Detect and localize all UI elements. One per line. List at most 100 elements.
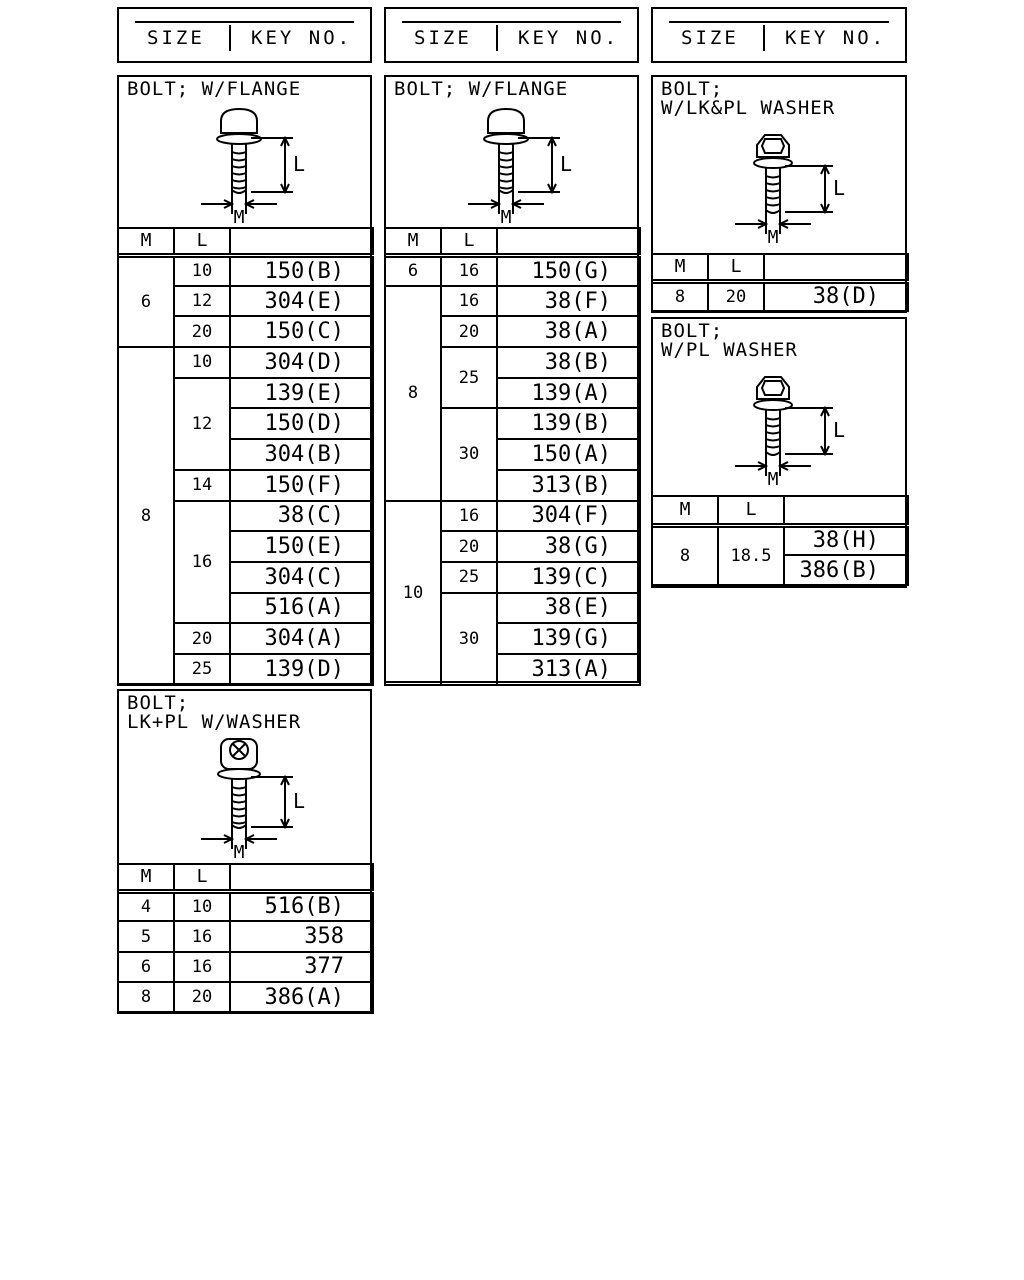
bolt-head-icon: [756, 134, 790, 158]
panel-title-line: W/PL WASHER: [661, 339, 798, 361]
thread-line-icon: [765, 196, 781, 200]
length-dimension-icon: [251, 137, 293, 193]
key-no-cell: 150(D): [229, 407, 374, 441]
key-no-cell: 150(B): [229, 254, 374, 287]
thread-line-icon: [498, 151, 514, 155]
key-no-cell: 150(F): [229, 468, 374, 502]
thread-line-icon: [765, 417, 781, 421]
column-header-l: L: [173, 227, 231, 258]
table-row: 150(D): [118, 407, 374, 441]
column-header-m: M: [117, 227, 175, 258]
thread-line-icon: [231, 821, 247, 825]
size-label: SIZE: [681, 27, 739, 49]
hex-socket-icon: [760, 380, 786, 396]
diameter-arrow-icon: [757, 219, 789, 229]
key-no-cell: 150(A): [496, 438, 641, 471]
diameter-label: M: [234, 207, 245, 228]
diameter-extension-icon: [231, 186, 247, 214]
size-key-header-2: SIZE KEY NO.: [384, 7, 639, 63]
length-label: L: [833, 176, 845, 200]
length-l-cell: 30: [440, 591, 498, 686]
panel-title: BOLT;W/PL WASHER: [661, 322, 798, 360]
table-row: 313(A): [385, 652, 641, 686]
column-header-m: M: [651, 253, 709, 284]
thread-line-icon: [231, 172, 247, 176]
length-dimension-icon: [518, 137, 560, 193]
panel-title-line: BOLT;: [661, 78, 724, 100]
bolt-head-icon: [220, 738, 258, 770]
key-no-cell: 139(C): [496, 560, 641, 594]
length-dimension-icon: [785, 165, 833, 213]
length-arrow-icon: [820, 405, 830, 457]
diameter-arrow-icon: [490, 199, 522, 209]
length-arrow-icon: [280, 774, 290, 830]
size-m-cell: 8: [384, 284, 442, 502]
diameter-arrow-icon: [223, 834, 255, 844]
column-header-l: L: [440, 227, 498, 258]
bolt-diagram-icon: LM: [735, 376, 845, 490]
thread-line-icon: [231, 158, 247, 162]
length-l-cell: 12: [173, 284, 231, 318]
length-label: L: [560, 152, 572, 176]
length-arrow-icon: [280, 135, 290, 195]
key-no-cell: 304(D): [229, 346, 374, 379]
diameter-arrow-icon: [223, 199, 255, 209]
thread-line-icon: [765, 182, 781, 186]
size-m-cell: 6: [117, 253, 175, 349]
key-no-cell: 304(B): [229, 438, 374, 471]
table-row: 139(A): [385, 376, 641, 410]
header-divider: [496, 25, 498, 51]
length-label: L: [833, 418, 845, 442]
key-no-cell: 386(B): [783, 554, 909, 586]
length-l-cell: 25: [173, 652, 231, 686]
length-l-cell: 16: [440, 284, 498, 318]
thread-line-icon: [765, 203, 781, 207]
column-header-key: [229, 863, 374, 894]
key-no-cell: 516(A): [229, 591, 374, 625]
length-dimension-icon: [785, 407, 833, 455]
thread-line-icon: [231, 786, 247, 790]
bolt-head-icon: [487, 107, 525, 134]
head-circle-icon: [229, 740, 249, 760]
diameter-label: M: [768, 227, 779, 248]
column-header-l: L: [717, 495, 785, 528]
key-no-cell: 38(A): [496, 315, 641, 349]
table-row: 150(A): [385, 438, 641, 471]
diameter-label: M: [501, 207, 512, 228]
panel-title-line: BOLT; W/FLANGE: [394, 78, 569, 100]
thread-line-icon: [231, 179, 247, 183]
key-no-cell: 304(C): [229, 560, 374, 594]
thread-line-icon: [765, 431, 781, 435]
length-l-cell: 20: [440, 315, 498, 349]
washer-icon: [217, 768, 261, 780]
column-header-l: L: [173, 863, 231, 894]
header-divider: [763, 25, 765, 51]
key-no-cell: 38(B): [496, 346, 641, 379]
length-label: L: [293, 152, 305, 176]
size-m-cell: 4: [117, 889, 175, 923]
length-l-cell: 30: [440, 407, 498, 502]
size-m-cell: 10: [384, 499, 442, 686]
key-no-cell: 38(F): [496, 284, 641, 318]
panel-title-line: BOLT; W/FLANGE: [127, 78, 302, 100]
thread-line-icon: [765, 445, 781, 449]
key-no-cell: 304(F): [496, 499, 641, 533]
table-row: 139(G): [385, 622, 641, 655]
panel-title-line: W/LK&PL WASHER: [661, 97, 836, 119]
bolt-diagram-icon: LM: [201, 107, 305, 228]
length-l-cell: 20: [173, 315, 231, 349]
